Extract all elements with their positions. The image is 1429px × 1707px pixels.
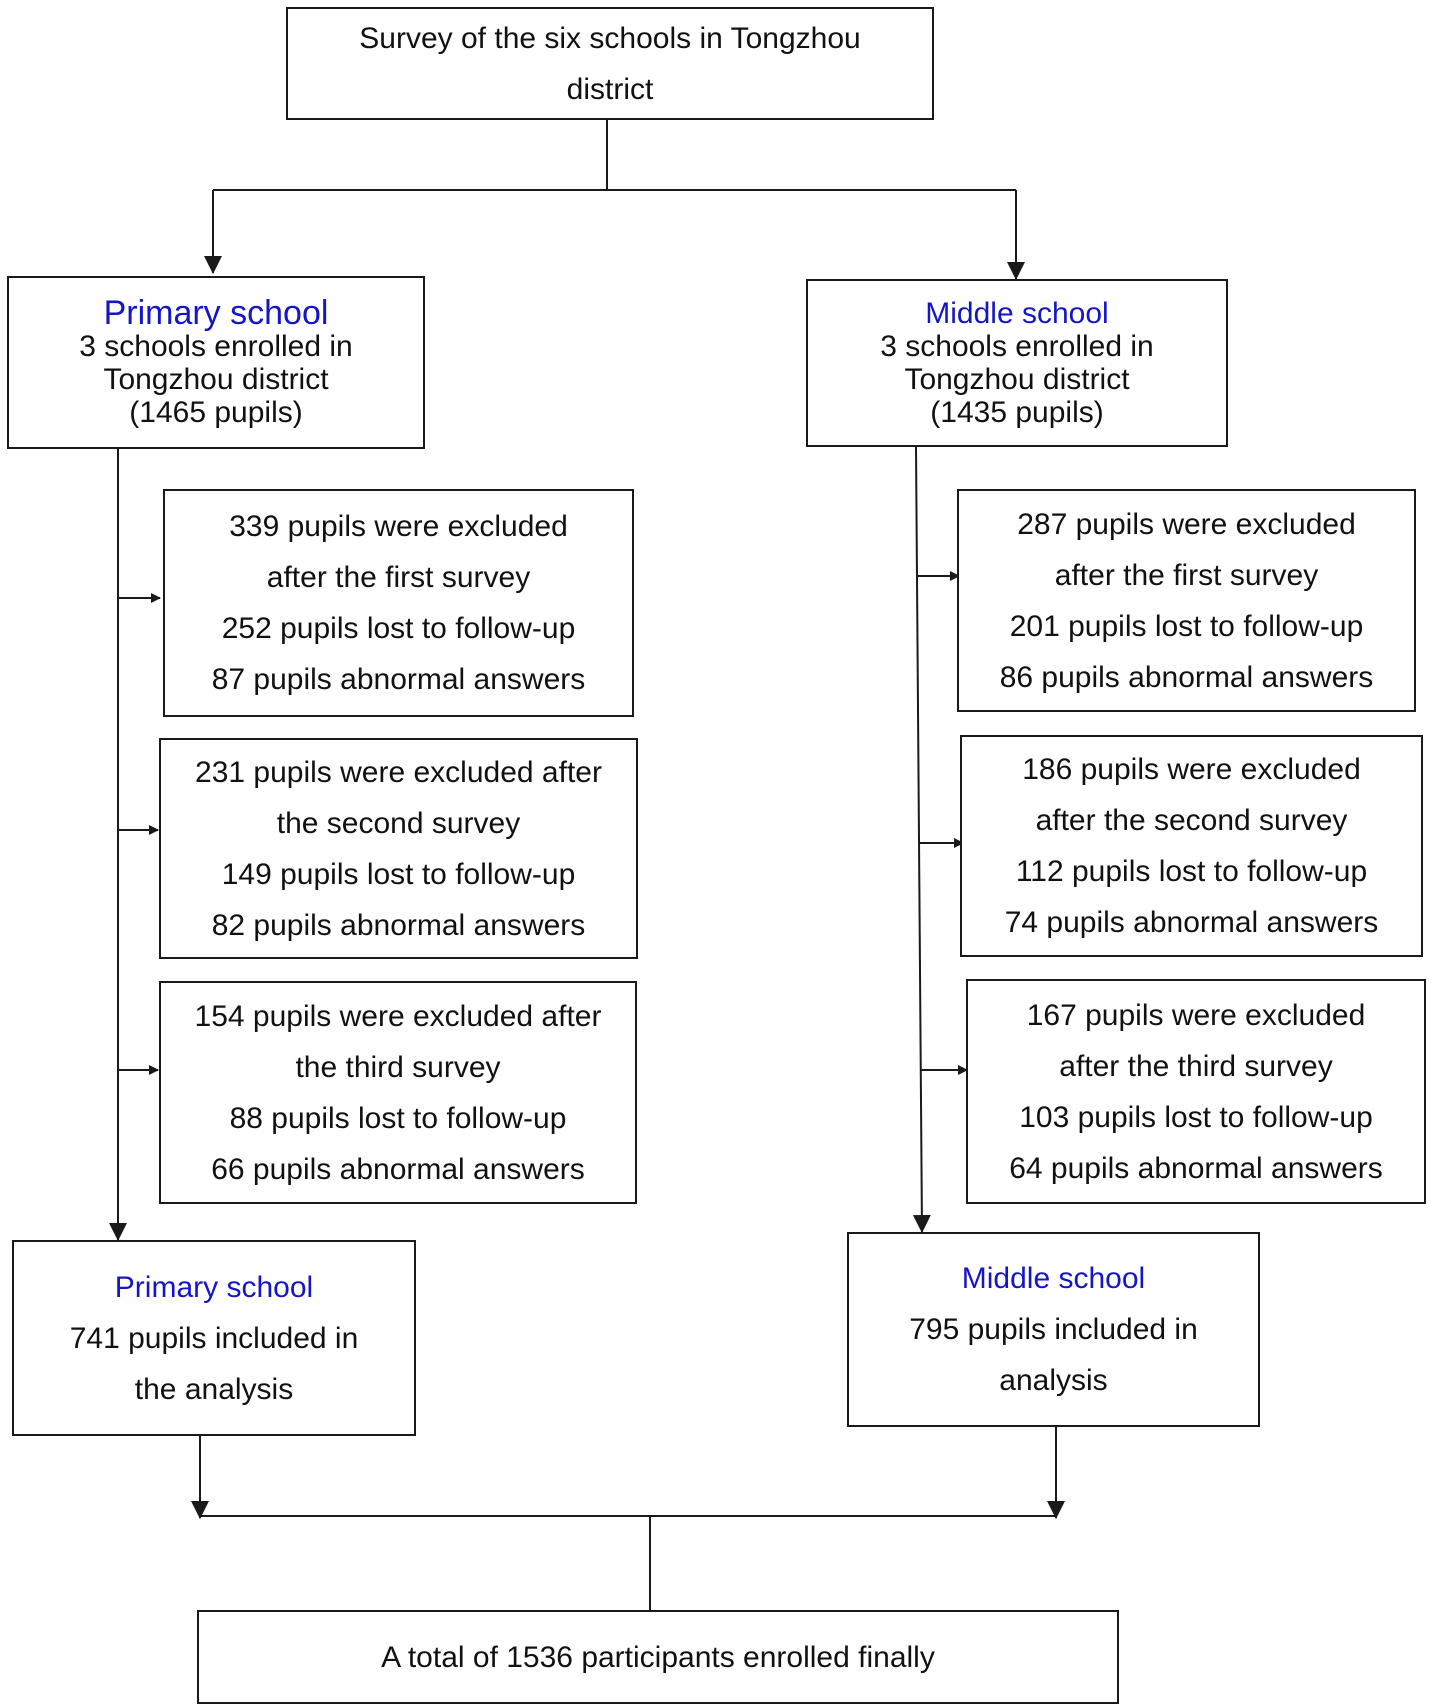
exclusion-line: 252 pupils lost to follow-up: [221, 612, 576, 645]
total-line: A total of 1536 participants enrolled fi…: [381, 1640, 935, 1674]
middle-enrolled-line-1: 3 schools enrolled in: [880, 330, 1154, 363]
middle-enrolled-line-2: Tongzhou district: [904, 363, 1130, 396]
middle-exclusion-box-3: 167 pupils were excluded after the third…: [966, 979, 1426, 1204]
total-box: A total of 1536 participants enrolled fi…: [197, 1610, 1119, 1704]
exclusion-line: 287 pupils were excluded: [1017, 507, 1356, 541]
exclusion-line: 167 pupils were excluded: [1026, 998, 1366, 1032]
exclusion-line: the second survey: [276, 806, 521, 840]
middle-final-line-2: analysis: [999, 1364, 1108, 1397]
middle-final-box: Middle school 795 pupils included in ana…: [847, 1232, 1260, 1427]
exclusion-line: 82 pupils abnormal answers: [211, 908, 586, 942]
exclusion-line: 74 pupils abnormal answers: [1004, 906, 1379, 939]
title-line-1: Survey of the six schools in Tongzhou: [359, 21, 861, 55]
exclusion-line: 86 pupils abnormal answers: [999, 660, 1374, 694]
exclusion-line: 149 pupils lost to follow-up: [221, 857, 576, 891]
title-box: Survey of the six schools in Tongzhou di…: [286, 7, 934, 120]
exclusion-line: 88 pupils lost to follow-up: [229, 1101, 567, 1135]
exclusion-line: the third survey: [295, 1050, 501, 1084]
primary-enrolled-heading: Primary school: [103, 293, 329, 332]
exclusion-line: after the first survey: [266, 561, 531, 594]
middle-enrolled-heading: Middle school: [925, 297, 1109, 330]
middle-exclusion-box-1: 287 pupils were excluded after the first…: [957, 489, 1416, 712]
exclusion-line: 186 pupils were excluded: [1022, 753, 1361, 786]
title-line-2: district: [566, 72, 654, 106]
middle-final-heading: Middle school: [961, 1262, 1146, 1295]
exclusion-line: 87 pupils abnormal answers: [211, 663, 586, 696]
exclusion-line: 201 pupils lost to follow-up: [1009, 609, 1364, 643]
primary-exclusion-box-3: 154 pupils were excluded after the third…: [159, 981, 637, 1204]
exclusion-line: after the first survey: [1054, 558, 1319, 592]
primary-enrolled-line-3: (1465 pupils): [129, 395, 303, 429]
exclusion-line: 103 pupils lost to follow-up: [1019, 1100, 1373, 1134]
primary-enrolled-line-1: 3 schools enrolled in: [79, 329, 353, 363]
exclusion-line: 66 pupils abnormal answers: [211, 1152, 585, 1186]
exclusion-line: 339 pupils were excluded: [229, 510, 568, 543]
primary-final-line-1: 741 pupils included in: [69, 1321, 359, 1355]
middle-exclusion-box-2: 186 pupils were excluded after the secon…: [960, 735, 1423, 957]
middle-enrolled-line-3: (1435 pupils): [930, 396, 1104, 429]
primary-final-heading: Primary school: [114, 1270, 314, 1304]
primary-final-box: Primary school 741 pupils included in th…: [12, 1240, 416, 1436]
exclusion-line: 64 pupils abnormal answers: [1009, 1151, 1383, 1185]
primary-exclusion-box-1: 339 pupils were excluded after the first…: [163, 489, 634, 717]
exclusion-line: 112 pupils lost to follow-up: [1015, 855, 1368, 888]
exclusion-line: after the second survey: [1035, 804, 1348, 837]
primary-enrolled-box: Primary school 3 schools enrolled in Ton…: [7, 276, 425, 449]
primary-final-line-2: the analysis: [134, 1372, 294, 1406]
primary-enrolled-line-2: Tongzhou district: [103, 362, 329, 396]
exclusion-line: 154 pupils were excluded after: [194, 999, 602, 1033]
middle-enrolled-box: Middle school 3 schools enrolled in Tong…: [806, 279, 1228, 447]
middle-final-line-1: 795 pupils included in: [909, 1313, 1198, 1346]
primary-exclusion-box-2: 231 pupils were excluded after the secon…: [159, 738, 638, 959]
exclusion-line: 231 pupils were excluded after: [195, 755, 602, 789]
exclusion-line: after the third survey: [1059, 1049, 1333, 1083]
arrow-middle-spine: [912, 446, 931, 1233]
